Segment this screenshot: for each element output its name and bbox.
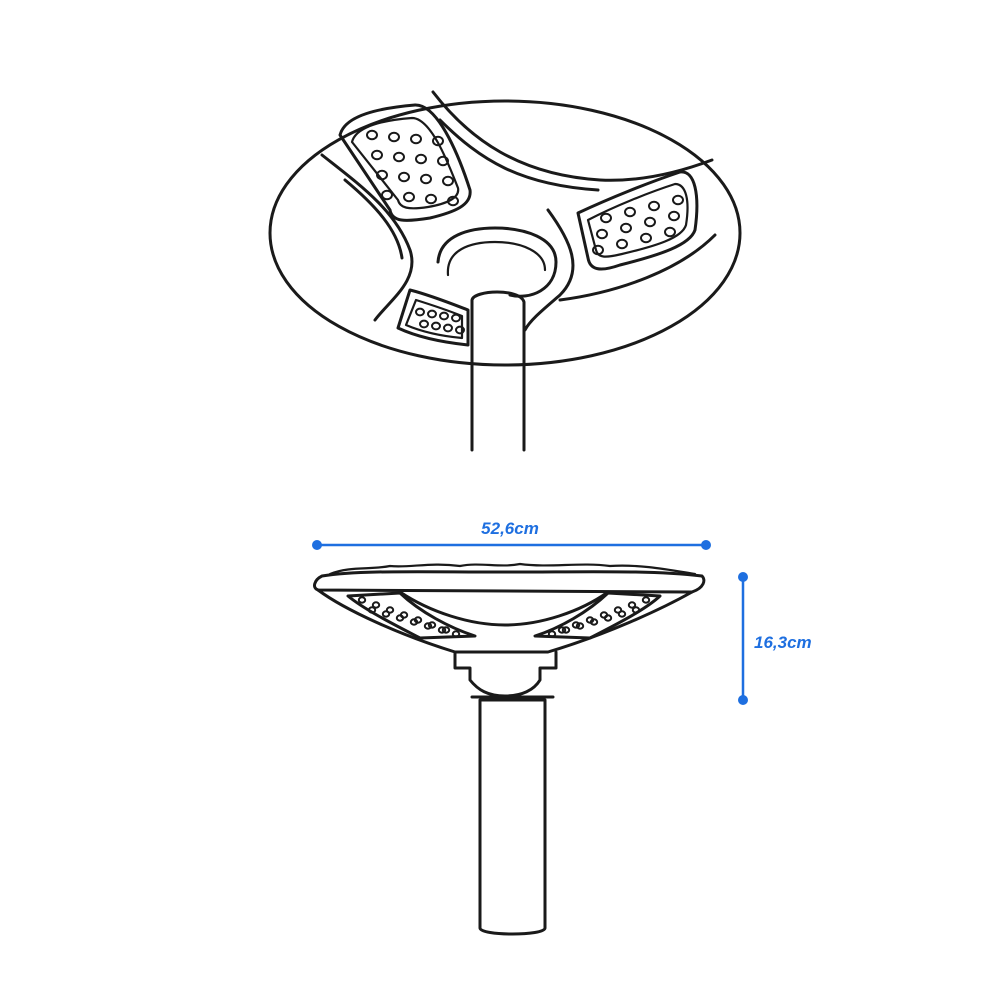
led-dot <box>561 626 571 634</box>
lamp-disc <box>268 99 742 367</box>
side-collar <box>453 650 558 698</box>
led-dot <box>371 601 381 609</box>
led-dot <box>575 622 585 630</box>
led-dot <box>357 596 367 604</box>
led-dot <box>413 616 423 624</box>
led-dot <box>366 129 378 141</box>
led-dot <box>442 175 454 187</box>
led-dot <box>393 151 405 163</box>
side-body-inner <box>398 590 610 627</box>
dimension-height: 16,3cm <box>738 572 812 705</box>
led-dot <box>399 611 409 619</box>
led-dot <box>367 606 377 614</box>
housing-arm-outline <box>431 90 714 182</box>
led-dot <box>672 194 684 206</box>
led-dot <box>620 222 632 234</box>
led-dot <box>624 206 636 218</box>
central-hub-inner <box>446 240 547 277</box>
led-dot <box>443 323 453 333</box>
led-dot <box>420 173 432 185</box>
height-dimension-label: 16,3cm <box>754 633 812 652</box>
led-dot <box>381 189 393 201</box>
led-dot <box>648 200 660 212</box>
led-dot <box>585 616 595 624</box>
led-dot <box>640 232 652 244</box>
height-dimension-end <box>738 572 748 582</box>
led-dot <box>455 325 465 335</box>
housing-arm-outline <box>320 153 414 322</box>
lamp-underside-view <box>268 90 742 452</box>
led-dot <box>439 311 449 321</box>
led-dot <box>557 626 567 634</box>
led-dot <box>403 191 415 203</box>
led-dot <box>613 606 623 614</box>
central-hub <box>436 226 558 298</box>
led-dot <box>592 244 604 256</box>
led-dot <box>547 630 557 638</box>
led-dot <box>398 171 410 183</box>
width-dimension-end <box>701 540 711 550</box>
lamp-side-view <box>313 562 706 936</box>
led-dot <box>432 135 444 147</box>
housing-arm-outline <box>558 233 717 302</box>
pole-top <box>470 290 526 452</box>
led-dot <box>599 611 609 619</box>
led-dot <box>423 622 433 630</box>
led-dot <box>451 630 461 638</box>
led-dot <box>425 193 437 205</box>
housing-arm-outline <box>343 178 404 260</box>
side-rim <box>313 570 706 594</box>
pole-side <box>478 698 547 936</box>
led-dot <box>427 621 437 629</box>
dimension-width: 52,6cm <box>312 519 711 550</box>
led-dot <box>427 309 437 319</box>
led-dot <box>441 626 451 634</box>
led-dot <box>415 153 427 165</box>
led-dot <box>600 212 612 224</box>
led-dot <box>451 313 461 323</box>
led-dot <box>668 210 680 222</box>
led-dot <box>385 606 395 614</box>
led-dot <box>571 621 581 629</box>
height-dimension-end <box>738 695 748 705</box>
led-dot <box>419 319 429 329</box>
led-panel-left <box>338 103 472 222</box>
led-dot <box>627 601 637 609</box>
side-rim-top <box>328 562 697 576</box>
width-dimension-end <box>312 540 322 550</box>
led-dot <box>410 133 422 145</box>
led-panel-bottom <box>396 288 470 347</box>
side-body <box>316 588 694 654</box>
led-dot <box>415 307 425 317</box>
led-dot <box>371 149 383 161</box>
housing-arm-outline <box>523 208 575 332</box>
led-dot <box>447 195 459 207</box>
led-panel-right <box>576 170 699 271</box>
width-dimension-label: 52,6cm <box>481 519 539 538</box>
led-dot <box>616 238 628 250</box>
led-dot <box>644 216 656 228</box>
led-dot <box>437 155 449 167</box>
led-dot <box>376 169 388 181</box>
led-dot <box>437 626 447 634</box>
side-led-strip-right <box>533 591 662 640</box>
led-dot <box>631 606 641 614</box>
led-dot <box>388 131 400 143</box>
led-dot <box>664 226 676 238</box>
led-dot <box>641 596 651 604</box>
housing-arm-outline <box>438 118 600 192</box>
led-dot <box>596 228 608 240</box>
led-dot <box>431 321 441 331</box>
